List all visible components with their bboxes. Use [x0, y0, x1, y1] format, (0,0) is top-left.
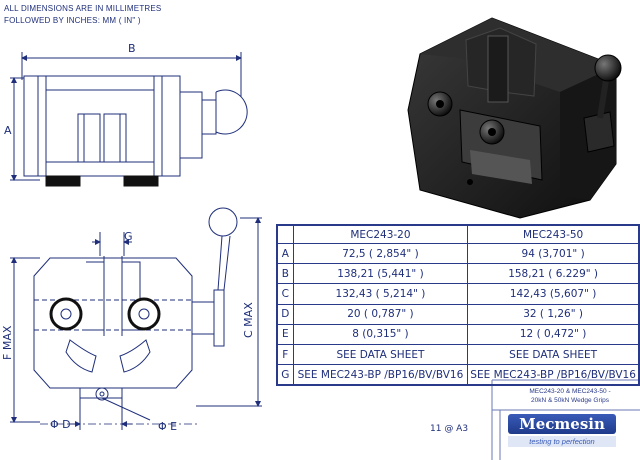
table-row: C 132,43 ( 5,214" ) 142,43 (5,607" ): [276, 283, 640, 305]
logo-tagline: testing to perfection: [508, 436, 616, 447]
dim-label-f-max: F MAX: [1, 325, 14, 360]
table-row: F SEE DATA SHEET SEE DATA SHEET: [276, 343, 640, 366]
row-key: A: [276, 242, 294, 265]
isometric-view: [407, 17, 622, 219]
top-view: [10, 207, 262, 430]
dimension-note-line2: FOLLOWED BY INCHES: MM ( IN" ): [4, 16, 141, 25]
title-block-description-2: 20kN & 50kN Wedge Grips: [531, 397, 609, 404]
mec243-20-value: 8 (0,315" ): [292, 323, 469, 345]
mec243-50-value: 12 ( 0,472" ): [467, 323, 640, 345]
dim-label-b: B: [128, 42, 136, 55]
table-row: E 8 (0,315" ) 12 ( 0,472" ): [276, 323, 640, 345]
dim-label-d: Φ D: [50, 418, 71, 431]
mec243-20-value: SEE MEC243-BP /BP16/BV/BV16: [292, 364, 469, 386]
row-key: B: [276, 263, 294, 285]
mec243-50-value: SEE MEC243-BP /BP16/BV/BV16: [467, 364, 640, 386]
mec243-20-value: 132,43 ( 5,214" ): [292, 283, 469, 305]
table-header-mec243-20: MEC243-20: [292, 224, 469, 244]
table-header-mec243-50: MEC243-50: [467, 224, 640, 244]
front-view: [10, 52, 248, 187]
table-row: D 20 ( 0,787" ) 32 ( 1,26" ): [276, 303, 640, 325]
title-block-description-1: MEC243-20 & MEC243-50 -: [529, 388, 611, 395]
dimension-table: MEC243-20 MEC243-50 A 72,5 ( 2,854" ) 94…: [276, 224, 640, 387]
dimension-note-line1: ALL DIMENSIONS ARE IN MILLIMETRES: [4, 4, 162, 13]
mec243-20-value: 72,5 ( 2,854" ): [292, 242, 469, 265]
mec243-20-value: 138,21 (5,441" ): [292, 263, 469, 285]
mec243-50-value: 32 ( 1,26" ): [467, 303, 640, 325]
mecmesin-logo: Mecmesin: [508, 414, 616, 434]
table-row: B 138,21 (5,441" ) 158,21 ( 6.229" ): [276, 263, 640, 285]
mec243-50-value: 94 (3,701" ): [467, 242, 640, 265]
dim-label-e: Φ E: [158, 420, 177, 433]
dim-label-a: A: [4, 124, 12, 137]
sheet-number: 11 @ A3: [430, 424, 469, 434]
table-row: G SEE MEC243-BP /BP16/BV/BV16 SEE MEC243…: [276, 364, 640, 386]
table-header-key: [276, 224, 294, 244]
mec243-50-value: 158,21 ( 6.229" ): [467, 263, 640, 285]
table-header-row: MEC243-20 MEC243-50: [276, 224, 640, 244]
dim-label-g: G: [124, 230, 133, 243]
row-key: C: [276, 283, 294, 305]
dim-label-c-max: C MAX: [242, 302, 255, 338]
row-key: G: [276, 364, 294, 386]
table-row: A 72,5 ( 2,854" ) 94 (3,701" ): [276, 242, 640, 265]
mec243-50-value: SEE DATA SHEET: [467, 343, 640, 366]
row-key: D: [276, 303, 294, 325]
row-key: F: [276, 343, 294, 366]
mec243-20-value: SEE DATA SHEET: [292, 343, 469, 366]
mec243-20-value: 20 ( 0,787" ): [292, 303, 469, 325]
row-key: E: [276, 323, 294, 345]
mec243-50-value: 142,43 (5,607" ): [467, 283, 640, 305]
